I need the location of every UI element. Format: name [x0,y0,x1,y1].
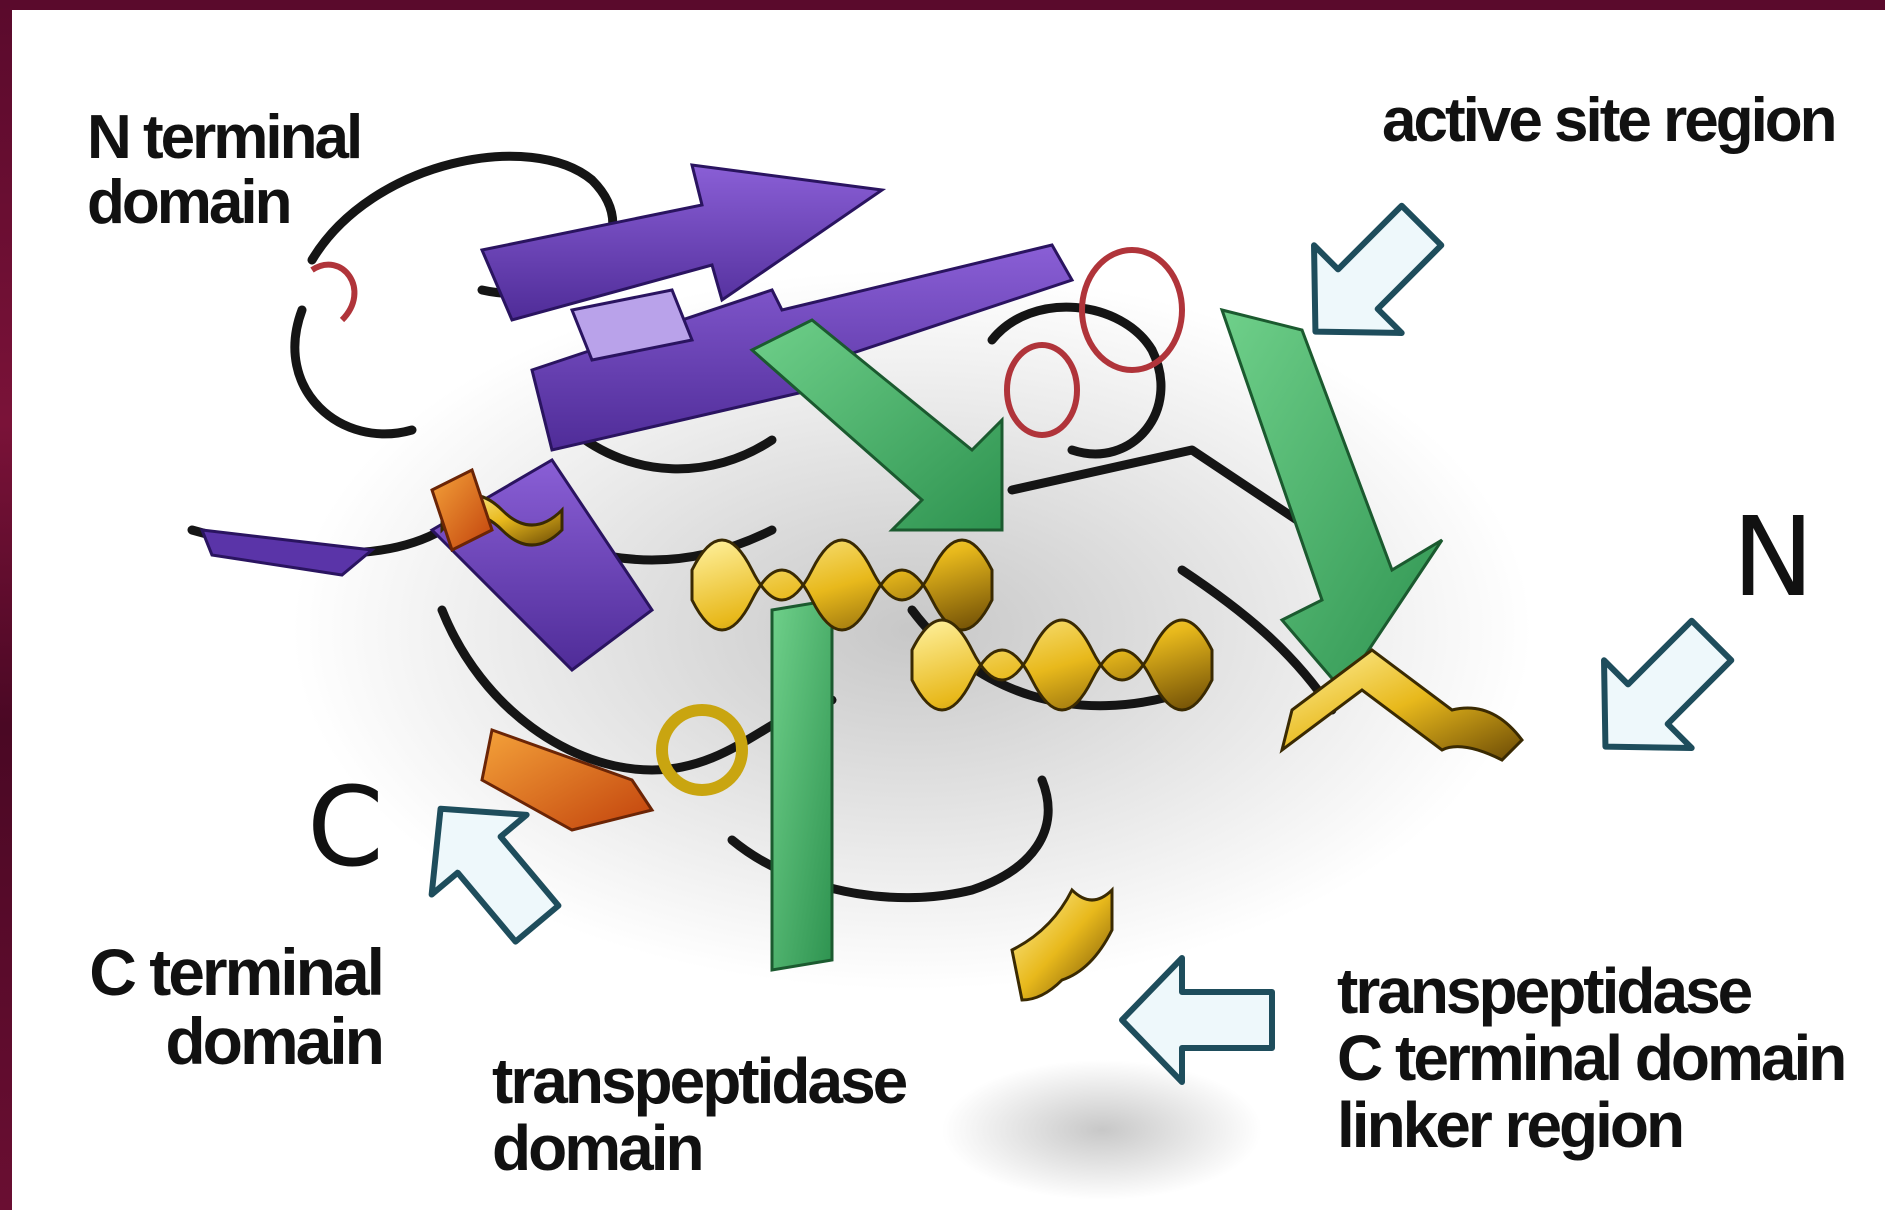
label-transpeptidase-domain: transpeptidase domain [492,1048,905,1182]
label-active-site-region: active site region [1382,88,1835,153]
label-c-terminus: C [307,770,384,886]
label-n-terminal-domain: N terminal domain [87,105,360,235]
label-c-terminal-domain: C terminal domain [82,938,382,1077]
arrow-n-terminus [1562,597,1756,791]
diagram-canvas: N terminal domain active site region N C… [12,10,1885,1210]
frame-border [0,0,12,1210]
label-transpeptidase-linker: transpeptidase C terminal domain linker … [1337,958,1844,1160]
label-n-terminus: N [1732,500,1814,616]
